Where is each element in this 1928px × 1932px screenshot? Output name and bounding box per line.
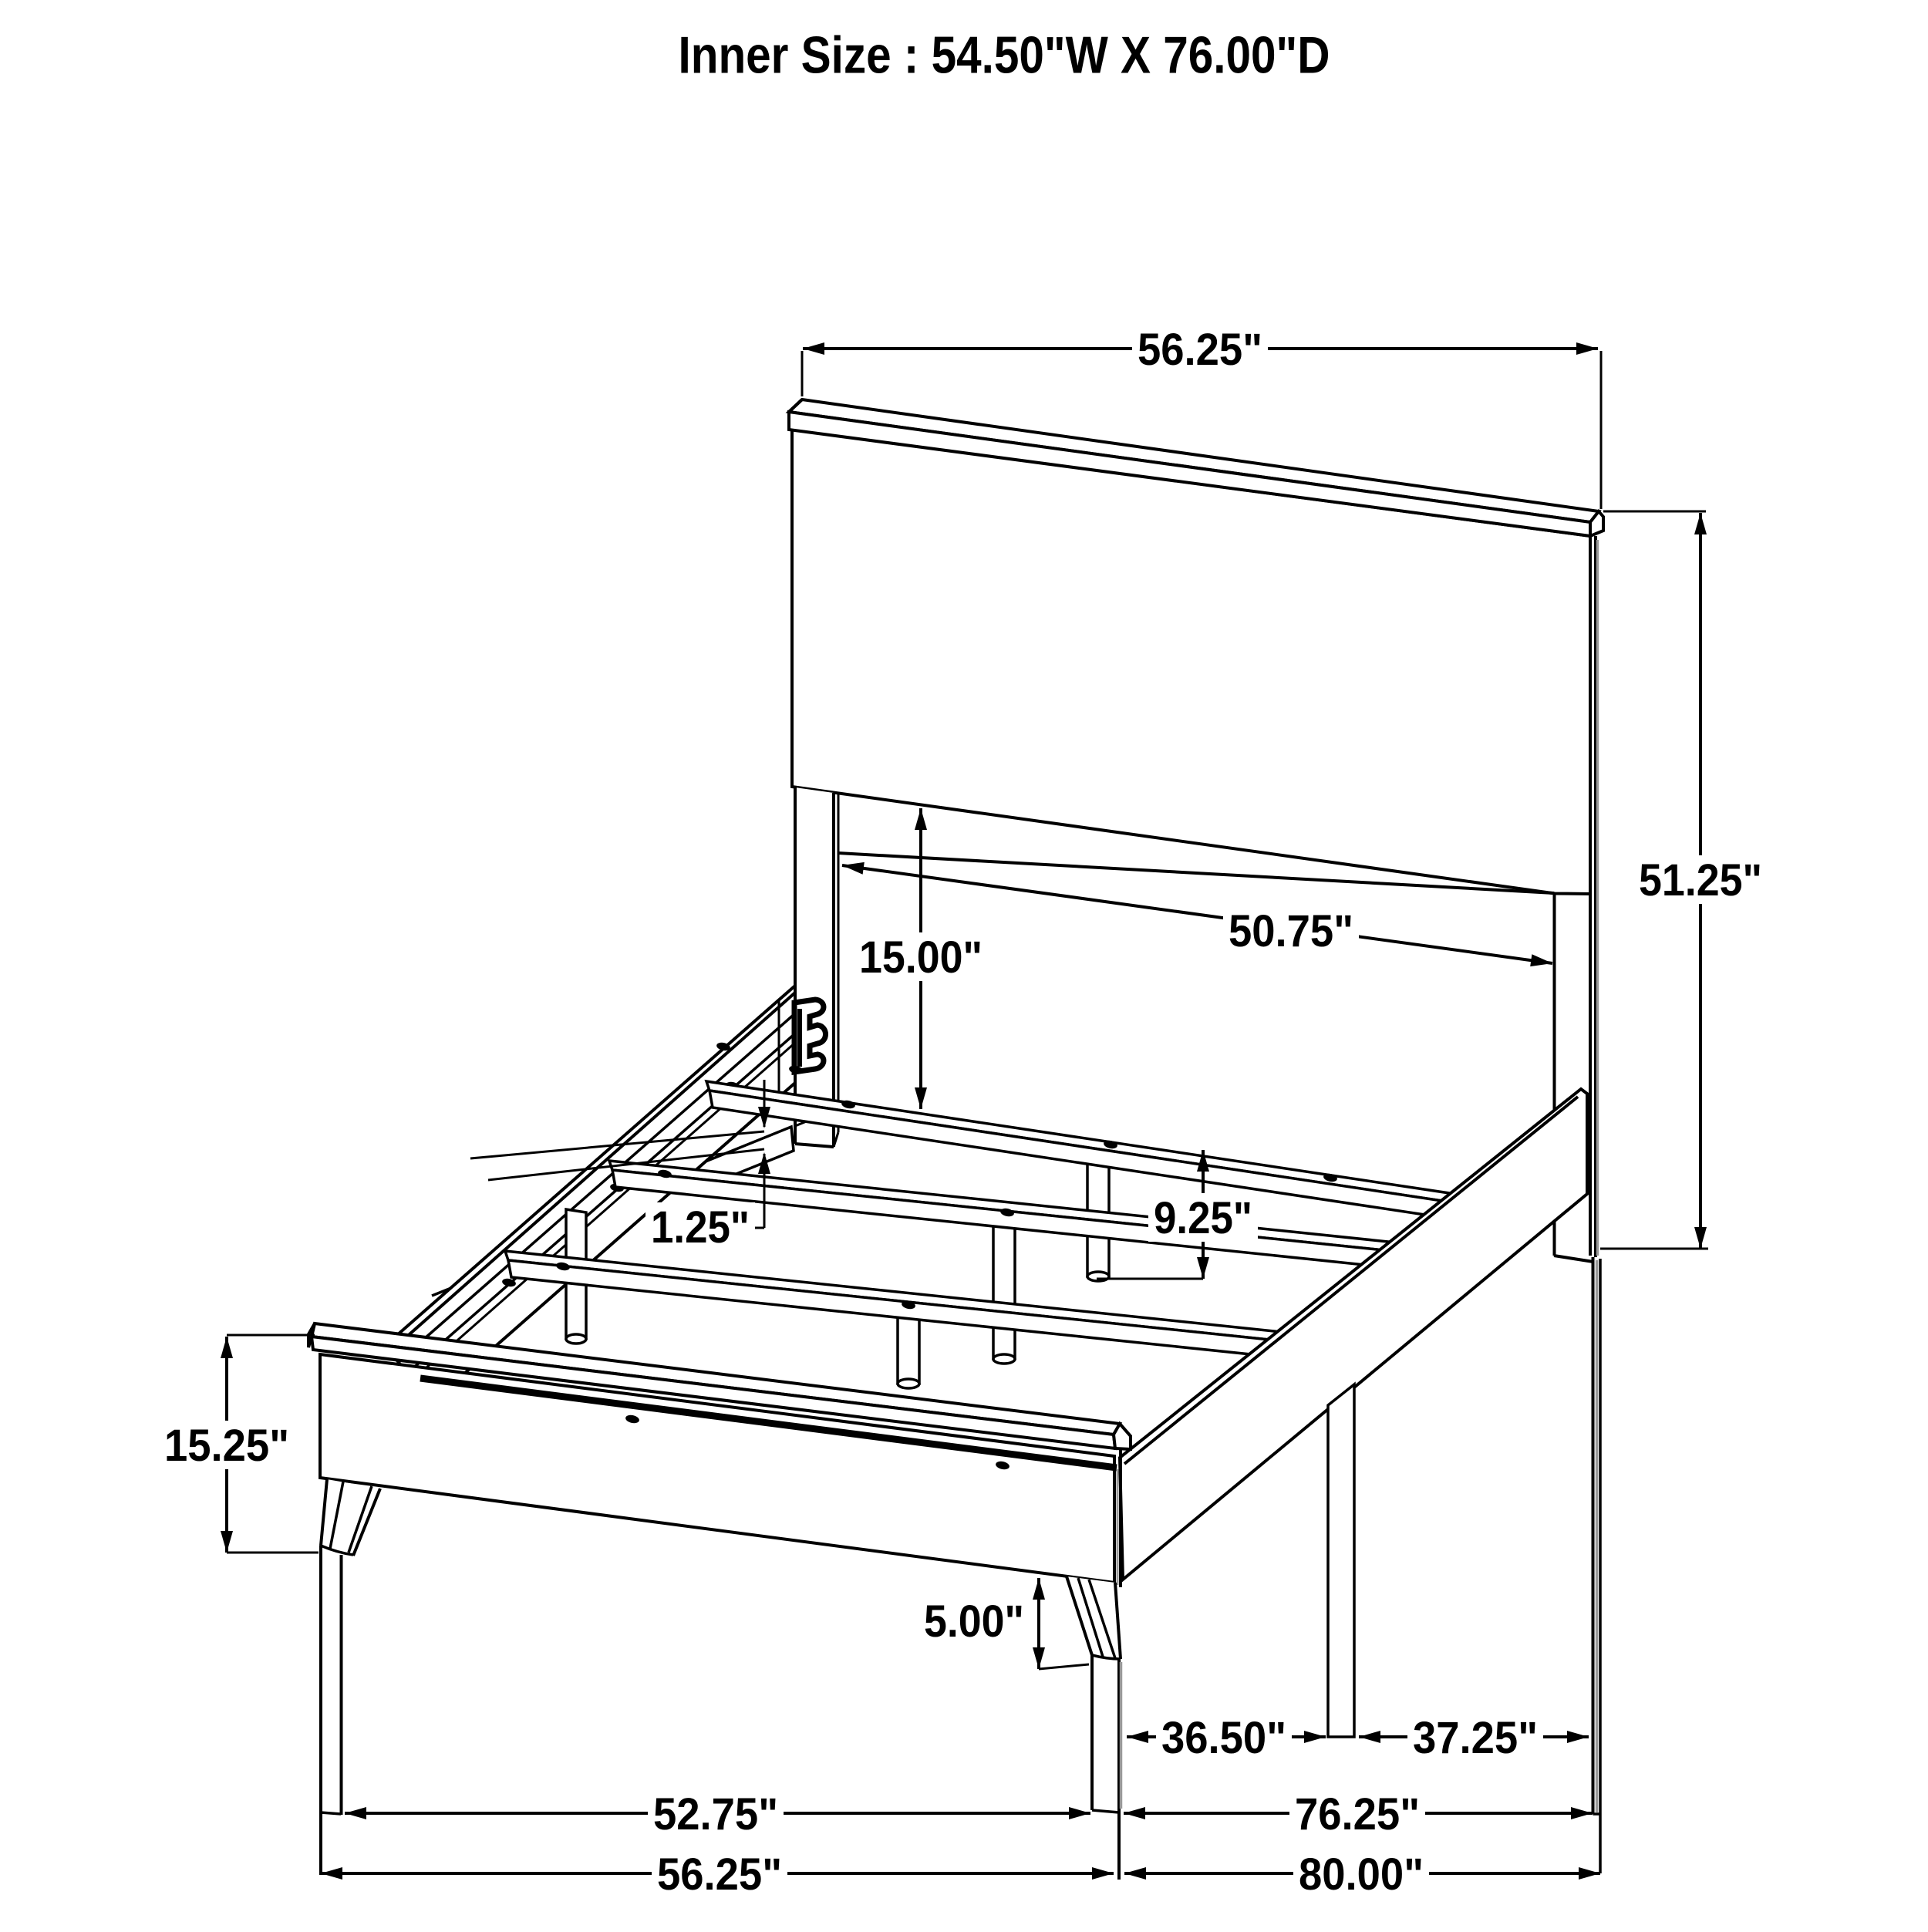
svg-text:50.75": 50.75" [1229, 906, 1353, 956]
svg-text:56.25": 56.25" [1138, 325, 1262, 375]
svg-text:36.50": 36.50" [1161, 1713, 1286, 1763]
svg-text:80.00": 80.00" [1299, 1849, 1424, 1900]
svg-text:5.00": 5.00" [924, 1597, 1024, 1647]
svg-text:9.25": 9.25" [1154, 1193, 1252, 1243]
svg-text:76.25": 76.25" [1295, 1789, 1420, 1839]
svg-text:15.25": 15.25" [164, 1421, 289, 1471]
svg-text:Inner Size : 54.50"W X 76.00"D: Inner Size : 54.50"W X 76.00"D [679, 26, 1330, 85]
svg-text:37.25": 37.25" [1413, 1713, 1538, 1763]
svg-text:52.75": 52.75" [653, 1789, 778, 1839]
svg-text:15.00": 15.00" [859, 932, 983, 983]
svg-text:51.25": 51.25" [1639, 855, 1762, 905]
svg-text:56.25": 56.25" [657, 1849, 782, 1900]
svg-text:1.25": 1.25" [651, 1202, 750, 1253]
